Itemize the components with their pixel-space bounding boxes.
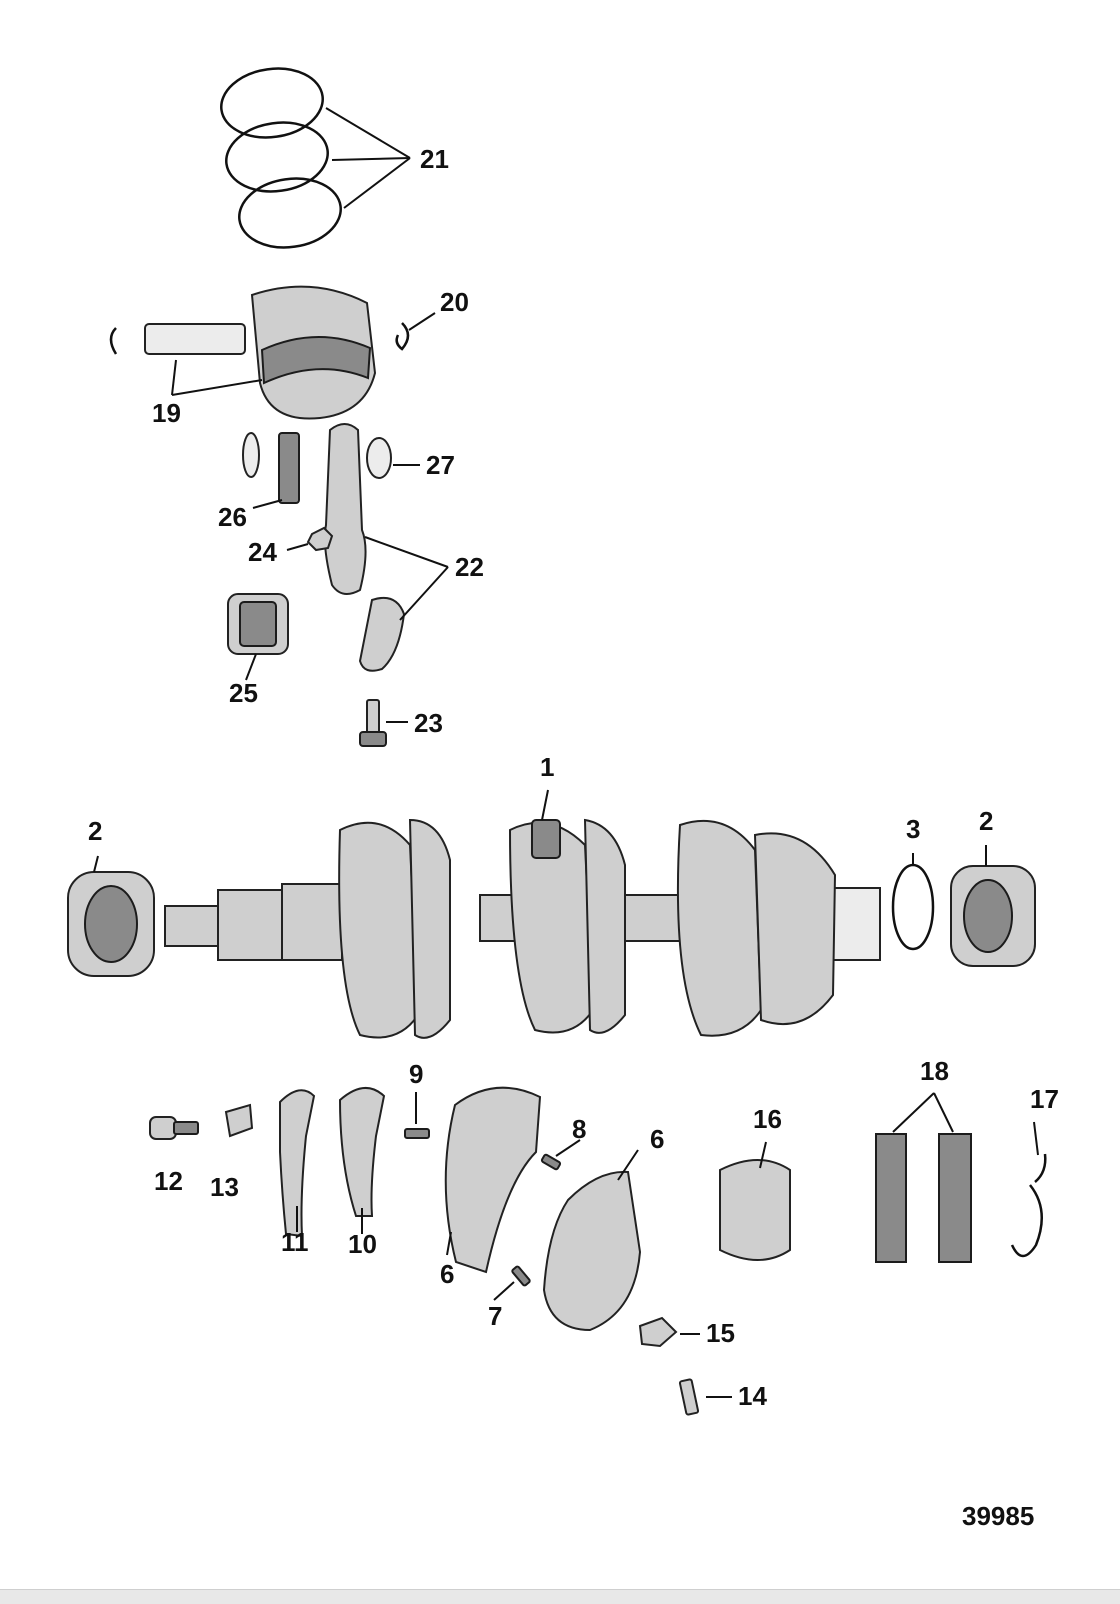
callout-labels: 21 20 19 27 26 24 22 25 23 1 2 3 2 9 8 6… (88, 144, 1059, 1411)
callout-16: 16 (753, 1104, 782, 1134)
lower-parts-right (638, 1133, 1047, 1416)
callout-26: 26 (218, 502, 247, 532)
callout-3: 3 (906, 814, 920, 844)
callout-19: 19 (152, 398, 181, 428)
callout-17: 17 (1030, 1084, 1059, 1114)
callout-8: 8 (572, 1114, 586, 1144)
callout-23: 23 (414, 708, 443, 738)
callout-13: 13 (210, 1172, 239, 1202)
lower-parts-center (444, 1086, 642, 1332)
callout-22: 22 (455, 552, 484, 582)
callout-18: 18 (920, 1056, 949, 1086)
callout-20: 20 (440, 287, 469, 317)
callout-7: 7 (488, 1301, 502, 1331)
callout-1: 1 (540, 752, 554, 782)
piston-assembly (109, 285, 410, 420)
callout-25: 25 (229, 678, 258, 708)
rod-bearing-and-bolt (227, 593, 387, 747)
lower-parts-left (149, 1087, 430, 1238)
callout-6-right: 6 (650, 1124, 664, 1154)
callout-11: 11 (281, 1227, 309, 1257)
callout-27: 27 (426, 450, 455, 480)
bottom-border (0, 1589, 1120, 1604)
piston-rings (220, 67, 342, 249)
crankshaft-right-end (891, 863, 1036, 967)
callout-24: 24 (248, 537, 277, 567)
main-bearing-left (67, 871, 155, 977)
callout-9: 9 (409, 1059, 423, 1089)
callout-14: 14 (738, 1381, 767, 1411)
connecting-rod-assembly (242, 423, 406, 672)
callout-2-right: 2 (979, 806, 993, 836)
callout-12: 12 (154, 1166, 183, 1196)
callout-2-left: 2 (88, 816, 102, 846)
leader-lines (93, 107, 1039, 1398)
callout-21: 21 (420, 144, 449, 174)
figure-number: 39985 (962, 1501, 1034, 1531)
callout-15: 15 (706, 1318, 735, 1348)
callout-10: 10 (348, 1229, 377, 1259)
crankshaft (164, 818, 881, 1039)
callout-6-left: 6 (440, 1259, 454, 1289)
